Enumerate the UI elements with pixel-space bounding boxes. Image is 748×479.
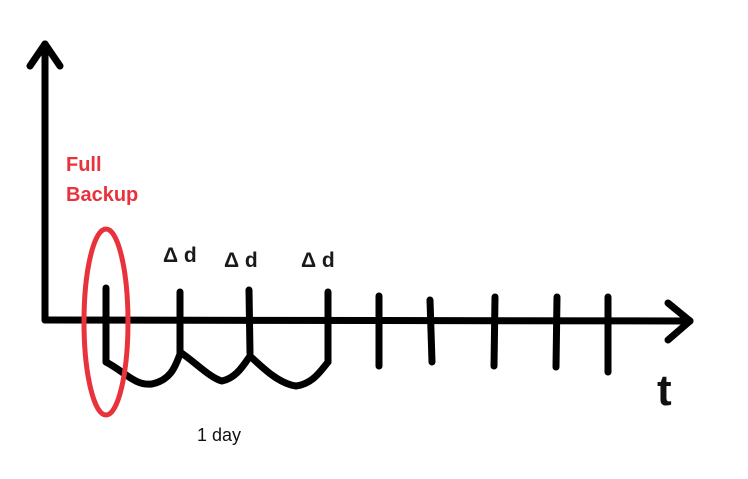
day-brace-3	[246, 352, 332, 390]
delta-label-2: Δ d	[224, 249, 258, 272]
delta-label-1: Δ d	[163, 244, 197, 267]
y-axis-arrowhead	[26, 40, 64, 70]
full-backup-highlight-ellipse	[81, 226, 131, 418]
full-backup-label-line2: Backup	[66, 184, 139, 206]
day-brace-1	[102, 350, 184, 388]
time-axis-label: t	[657, 366, 672, 415]
delta-label-3: Δ d	[301, 249, 335, 272]
full-backup-label-line1: Full	[66, 154, 102, 176]
future-tick-3	[490, 293, 499, 370]
x-axis-arrowhead	[664, 299, 694, 344]
future-tick-4	[552, 293, 561, 371]
future-tick-2	[426, 296, 436, 366]
interval-label: 1 day	[197, 425, 242, 445]
x-axis	[41, 316, 694, 325]
full-backup-label: Full Backup	[66, 150, 138, 210]
delta-tick-2	[245, 286, 254, 357]
day-brace-2	[176, 348, 254, 385]
